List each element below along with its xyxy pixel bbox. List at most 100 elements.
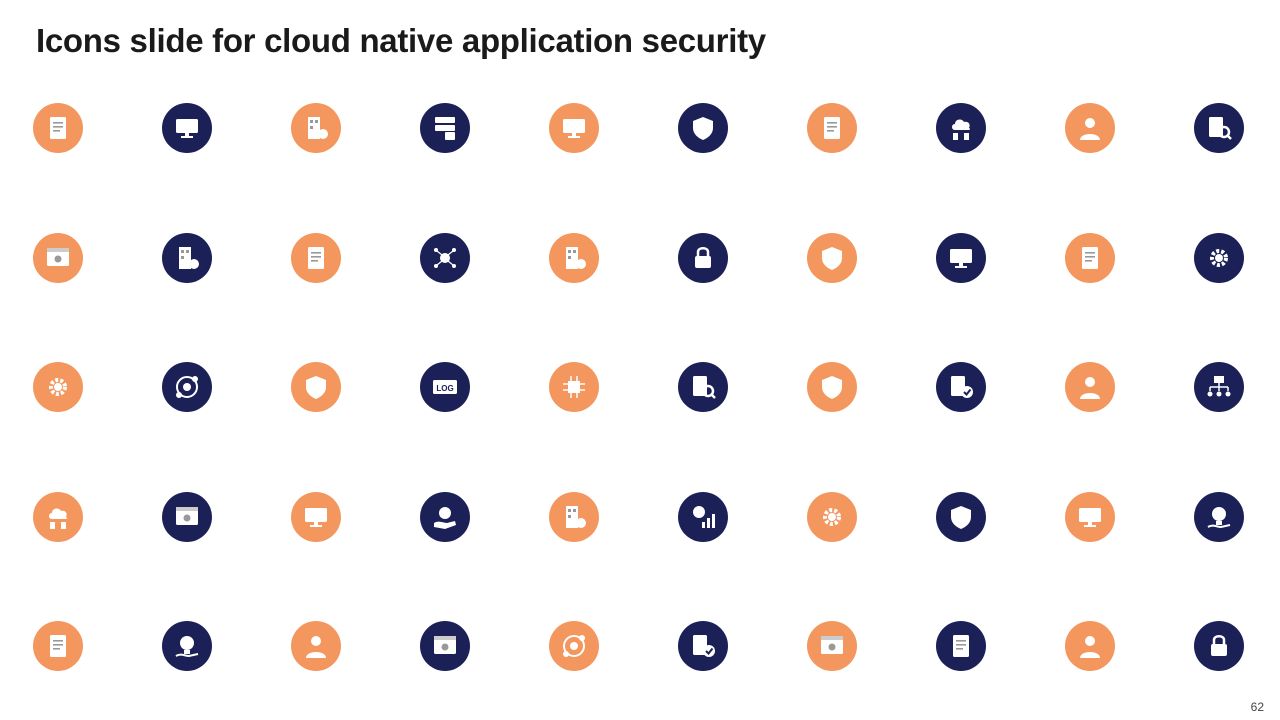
building-search-lock-icon-glyph: [566, 246, 586, 269]
building-lock-icon-glyph: [566, 505, 586, 528]
people-network-icon: [1065, 362, 1115, 412]
gear-cycle-coins-icon: [549, 621, 599, 671]
gear-chart-search-icon: [33, 362, 83, 412]
files-check-icon-glyph: [951, 376, 973, 398]
monitor-lock-gear-icon-glyph: [1211, 635, 1227, 656]
browser-eye-hand-icon: [162, 491, 212, 542]
monitor-check-icon-glyph: [563, 119, 585, 138]
lightbulb-gear-cycle-icon-glyph: [1207, 506, 1231, 528]
browser-lock-password-icon: [420, 621, 470, 671]
chip-key-icon: [549, 362, 599, 412]
lock-growth-chart-icon: [678, 491, 728, 542]
shield-password-hand-icon-glyph: [951, 505, 971, 529]
money-screen-hand-icon: [1065, 491, 1115, 542]
document-search-icon-glyph: [1209, 117, 1232, 140]
document-gear-icon-glyph: [1082, 246, 1098, 269]
cloud-network-buildings-icon: [936, 103, 986, 153]
clipboard-pen-icon-glyph: [953, 635, 969, 657]
building-lock-icon: [162, 232, 212, 283]
shield-gear-lock-icon-glyph: [306, 376, 326, 399]
document-gear-icon: [1065, 232, 1115, 283]
clipboard-certificate-icon-glyph: [693, 635, 715, 657]
checklist-icon-glyph: [50, 635, 66, 657]
shield-gear-lock-icon-glyph: [693, 117, 713, 140]
chip-key-icon-glyph: [563, 376, 585, 398]
network-hub-icon: [420, 232, 470, 283]
clipboard-pen-icon: [936, 621, 986, 671]
person-desk-icon: [291, 621, 341, 671]
computer-gear-icon-glyph: [176, 119, 198, 138]
clipboard-person-icon: [1065, 103, 1115, 153]
building-lock-icon: [549, 491, 599, 542]
folder-hierarchy-icon-glyph: [1207, 376, 1231, 397]
server-lock-icon: [420, 103, 470, 153]
document-shield-icon: [33, 103, 83, 153]
documents-shield-icon: [807, 103, 857, 153]
log-shield-icon: LOG: [420, 362, 470, 412]
gear-chart-search-icon-glyph: [49, 378, 67, 396]
clipboard-person-icon-glyph: [1080, 118, 1100, 140]
cloud-network-buildings-icon-glyph: [952, 119, 971, 140]
computer-gear-icon: [162, 103, 212, 153]
files-check-icon: [936, 362, 986, 412]
people-network-icon-glyph: [1080, 377, 1100, 399]
shield-password-hand-icon: [936, 491, 986, 542]
person-desk-icon-glyph: [306, 636, 326, 658]
browser-eye-hand-icon-glyph: [176, 506, 198, 525]
network-hub-icon-glyph: [434, 247, 456, 268]
browser-gear-icon: [33, 232, 83, 283]
laptop-hand-lock-icon-glyph: [950, 248, 972, 268]
server-lock-icon-glyph: [435, 117, 455, 140]
document-shield-icon-glyph: [50, 117, 66, 139]
hand-lightbulb-icon: [162, 621, 212, 671]
laptop-security-icon: [291, 491, 341, 542]
hand-gear-person-icon-glyph: [434, 506, 456, 529]
cycle-lock-server-icon-glyph: [176, 376, 198, 398]
document-lock-search-icon: [678, 362, 728, 412]
gear-people-network-icon: [807, 491, 857, 542]
folder-hierarchy-icon: [1194, 362, 1244, 412]
monitor-check-icon: [549, 103, 599, 153]
svg-text:LOG: LOG: [436, 384, 453, 393]
shield-gear-lock-icon: [678, 103, 728, 153]
monitor-lock-gear-icon: [1194, 621, 1244, 671]
tablet-shield-icon: [807, 362, 857, 412]
person-stars-icon: [1065, 621, 1115, 671]
browser-gear-icon-glyph: [47, 247, 69, 266]
building-lock-icon-glyph: [179, 246, 199, 269]
lock-growth-chart-icon-glyph: [693, 505, 715, 528]
page-number: 62: [1250, 700, 1264, 714]
laptop-hand-lock-icon: [936, 232, 986, 283]
document-stack-icon-glyph: [308, 246, 324, 269]
cloud-code-icon: [33, 491, 83, 542]
hand-gear-person-icon: [420, 491, 470, 542]
shield-hexagon-icon-glyph: [822, 246, 842, 270]
documents-shield-icon-glyph: [824, 117, 840, 139]
shield-gear-lock-icon: [291, 362, 341, 412]
gear-cycle-coins-icon-glyph: [563, 635, 585, 657]
document-search-icon: [1194, 103, 1244, 153]
icon-grid: LOG: [33, 103, 1247, 673]
lock-network-person-icon-glyph: [695, 246, 711, 268]
gears-icon-glyph: [1210, 248, 1228, 267]
lock-network-person-icon: [678, 232, 728, 283]
checklist-icon: [33, 621, 83, 671]
building-search-lock-icon: [549, 232, 599, 283]
person-stars-icon-glyph: [1080, 636, 1100, 658]
tablet-shield-icon-glyph: [822, 376, 842, 399]
browser-person-icon-glyph: [821, 636, 843, 654]
slide-title: Icons slide for cloud native application…: [36, 22, 766, 59]
gears-icon: [1194, 232, 1244, 283]
browser-person-icon: [807, 621, 857, 671]
building-lock-icon: [291, 103, 341, 153]
cloud-code-icon-glyph: [49, 508, 68, 529]
clipboard-certificate-icon: [678, 621, 728, 671]
building-lock-icon-glyph: [308, 117, 328, 139]
log-shield-icon-glyph: LOG: [433, 380, 457, 394]
cycle-lock-server-icon: [162, 362, 212, 412]
lightbulb-gear-cycle-icon: [1194, 491, 1244, 542]
gear-people-network-icon-glyph: [823, 507, 841, 526]
money-screen-hand-icon-glyph: [1079, 507, 1101, 527]
shield-hexagon-icon: [807, 232, 857, 283]
